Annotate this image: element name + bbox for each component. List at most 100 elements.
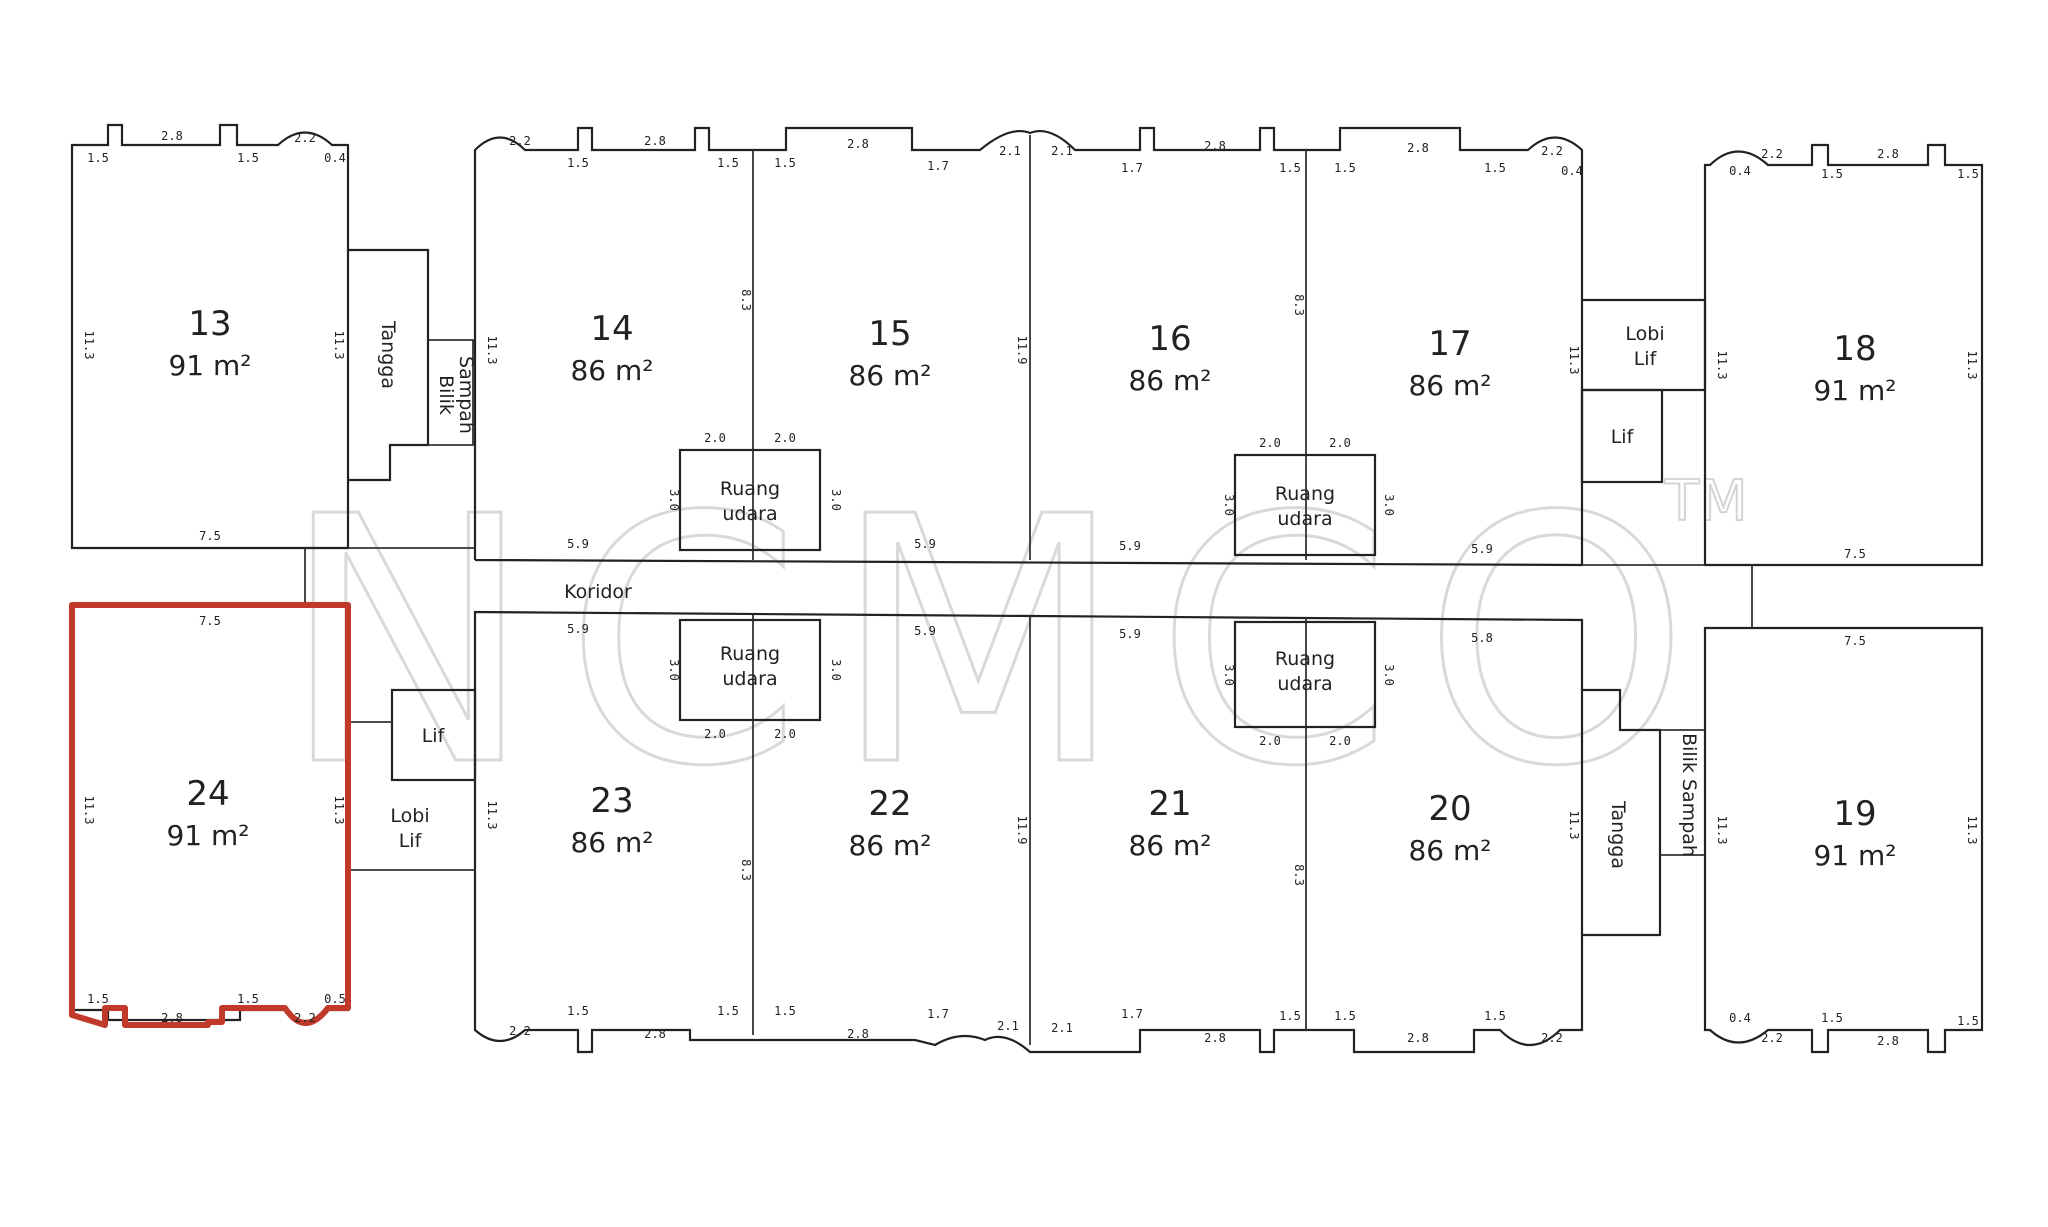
unit-19-area: 91 m² bbox=[1813, 839, 1896, 872]
dim-16-top-b: 1.7 bbox=[1121, 161, 1143, 175]
dim-23-left: 11.3 bbox=[485, 801, 499, 830]
dim-22-bot-a: 1.5 bbox=[774, 1004, 796, 1018]
stair-label-bottom: Tangga bbox=[1607, 800, 1629, 869]
air-well-1-label-1: Ruang bbox=[720, 478, 780, 500]
unit-19[interactable] bbox=[1703, 626, 1984, 1054]
unit-15-area: 86 m² bbox=[848, 359, 931, 392]
lobby-bottom-label-2: Lif bbox=[399, 830, 423, 852]
dim-19-top: 7.5 bbox=[1844, 634, 1866, 648]
unit-23-number: 23 bbox=[590, 781, 633, 821]
dim-20-bot-d: 2.2 bbox=[1541, 1031, 1563, 1045]
dim-13-top-c: 1.5 bbox=[237, 151, 259, 165]
unit-17-number: 17 bbox=[1428, 324, 1471, 364]
unit-20-number: 20 bbox=[1428, 789, 1471, 829]
unit-15-number: 15 bbox=[868, 314, 911, 354]
air-well-2-label-1: Ruang bbox=[1275, 483, 1335, 505]
dim-14-inner: 8.3 bbox=[739, 289, 753, 311]
dim-21-bot-b: 1.7 bbox=[1121, 1007, 1143, 1021]
bin-label-top-2: Sampah bbox=[455, 356, 477, 434]
dim-24-bot-e: 0.5 bbox=[324, 992, 346, 1006]
air-well-4-label-2: udara bbox=[1277, 673, 1332, 695]
dim-24-bot-d: 2.2 bbox=[294, 1011, 316, 1025]
unit-14-number: 14 bbox=[590, 309, 633, 349]
stair-label-top: Tangga bbox=[377, 320, 399, 389]
bin-label-top-1: Bilik bbox=[435, 375, 457, 415]
dim-22-bot-b: 2.8 bbox=[847, 1027, 869, 1041]
unit-24-area: 91 m² bbox=[166, 819, 249, 852]
dim-aw3-a: 2.0 bbox=[704, 727, 726, 741]
lower-row bbox=[473, 610, 1584, 1054]
dim-aw4-l: 3.0 bbox=[1222, 664, 1236, 686]
bin-label-bottom: Bilik Sampah bbox=[1678, 733, 1700, 857]
air-well-3-label-2: udara bbox=[722, 668, 777, 690]
dim-15-right: 11.9 bbox=[1015, 336, 1029, 365]
upper-row bbox=[473, 126, 1584, 567]
stair-block-top bbox=[348, 248, 430, 482]
air-well-3 bbox=[678, 618, 822, 722]
dim-23-bot-c: 2.8 bbox=[644, 1027, 666, 1041]
dim-18-top-b: 2.2 bbox=[1761, 147, 1783, 161]
watermark-text: NCMCO bbox=[280, 445, 1720, 841]
dim-22-bot-c: 1.7 bbox=[927, 1007, 949, 1021]
unit-20-area: 86 m² bbox=[1408, 834, 1491, 867]
air-well-3-label-1: Ruang bbox=[720, 643, 780, 665]
dim-24-right: 11.3 bbox=[332, 796, 346, 825]
air-well-1 bbox=[678, 448, 822, 552]
dim-18-bottom: 7.5 bbox=[1844, 547, 1866, 561]
dim-20-right: 11.3 bbox=[1567, 811, 1581, 840]
dim-aw1-r: 3.0 bbox=[829, 489, 843, 511]
unit-13[interactable] bbox=[70, 123, 350, 550]
dim-23-top: 5.9 bbox=[567, 622, 589, 636]
unit-23-area: 86 m² bbox=[570, 826, 653, 859]
stair-block-bottom bbox=[1582, 688, 1662, 937]
unit-24[interactable] bbox=[69, 602, 351, 1028]
lift-bottom bbox=[390, 688, 477, 782]
dim-aw2-b: 2.0 bbox=[1329, 436, 1351, 450]
dim-20-bot-b: 2.8 bbox=[1407, 1031, 1429, 1045]
unit-17-area: 86 m² bbox=[1408, 369, 1491, 402]
lift-lobby-bottom bbox=[348, 721, 475, 871]
dim-21-bot-a: 2.1 bbox=[1051, 1021, 1073, 1035]
air-well-2 bbox=[1233, 453, 1377, 557]
dim-17-right: 11.3 bbox=[1567, 346, 1581, 375]
dim-21-top: 5.9 bbox=[1119, 627, 1141, 641]
dim-24-bot-a: 1.5 bbox=[87, 992, 109, 1006]
dim-18-top-a: 0.4 bbox=[1729, 164, 1751, 178]
dim-aw1-a: 2.0 bbox=[704, 431, 726, 445]
dim-20-bot-a: 1.5 bbox=[1334, 1009, 1356, 1023]
dim-24-top: 7.5 bbox=[199, 614, 221, 628]
dim-22-right: 11.9 bbox=[1015, 816, 1029, 845]
dim-aw1-b: 2.0 bbox=[774, 431, 796, 445]
dim-aw3-b: 2.0 bbox=[774, 727, 796, 741]
dim-14-top-c: 2.8 bbox=[644, 134, 666, 148]
dim-24-left: 11.3 bbox=[82, 796, 96, 825]
dim-21-bot-d: 1.5 bbox=[1279, 1009, 1301, 1023]
dim-19-bot-c: 1.5 bbox=[1821, 1011, 1843, 1025]
dim-17-top-b: 2.8 bbox=[1407, 141, 1429, 155]
air-well-4 bbox=[1233, 620, 1377, 729]
dim-13-left: 11.3 bbox=[82, 331, 96, 360]
lift-bottom-label: Lif bbox=[422, 725, 446, 747]
dim-19-bot-a: 0.4 bbox=[1729, 1011, 1751, 1025]
dim-13-right: 11.3 bbox=[332, 331, 346, 360]
unit-18-area: 91 m² bbox=[1813, 374, 1896, 407]
dim-19-bot-d: 2.8 bbox=[1877, 1034, 1899, 1048]
unit-19-number: 19 bbox=[1833, 794, 1876, 834]
dim-21-bot-c: 2.8 bbox=[1204, 1031, 1226, 1045]
dim-23-bot-a: 2.2 bbox=[509, 1024, 531, 1038]
dim-17-top-a: 1.5 bbox=[1334, 161, 1356, 175]
dim-16-top-a: 2.1 bbox=[1051, 144, 1073, 158]
dim-18-left: 11.3 bbox=[1715, 351, 1729, 380]
dim-17-top-e: 0.4 bbox=[1561, 164, 1583, 178]
dim-18-top-d: 2.8 bbox=[1877, 147, 1899, 161]
unit-22-number: 22 bbox=[868, 784, 911, 824]
dim-14-left: 11.3 bbox=[485, 336, 499, 365]
dim-16-inner: 8.3 bbox=[1292, 294, 1306, 316]
dim-14-top-d: 1.5 bbox=[717, 156, 739, 170]
dim-19-bot-b: 2.2 bbox=[1761, 1031, 1783, 1045]
dim-19-left: 11.3 bbox=[1715, 816, 1729, 845]
dim-23-bot-b: 1.5 bbox=[567, 1004, 589, 1018]
air-well-2-label-2: udara bbox=[1277, 508, 1332, 530]
unit-18[interactable] bbox=[1703, 143, 1984, 567]
dim-15-top-b: 2.8 bbox=[847, 137, 869, 151]
